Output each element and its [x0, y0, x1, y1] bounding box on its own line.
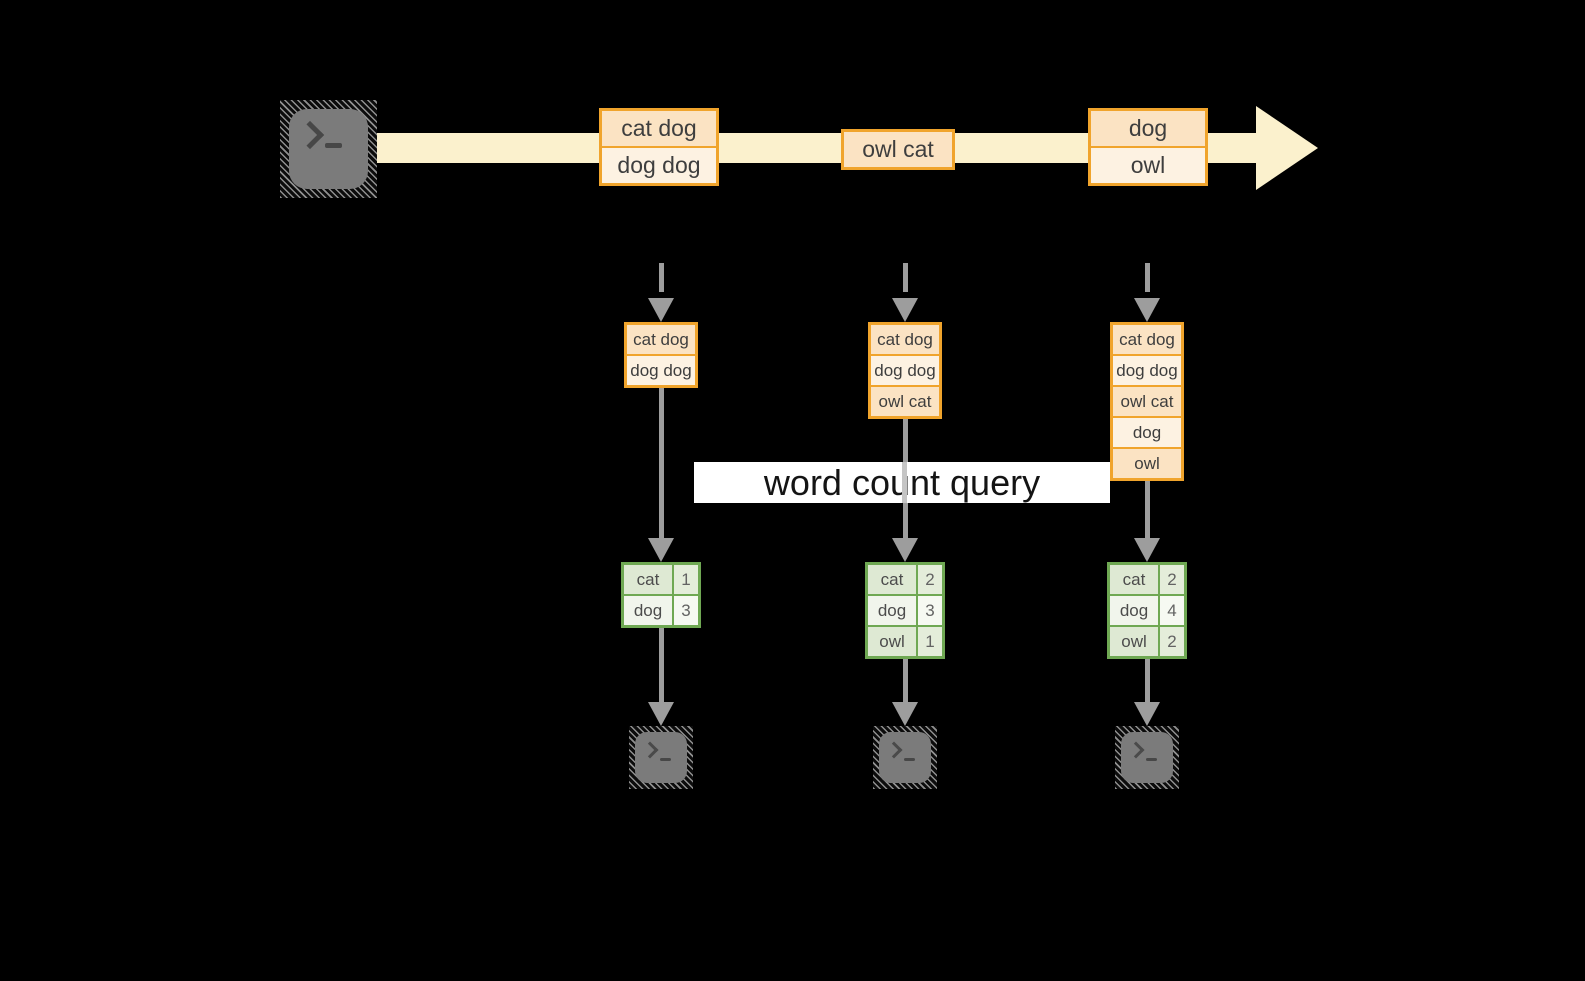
output-arrow-line	[903, 659, 908, 702]
terminal-screen	[879, 732, 931, 783]
terminal-screen	[635, 732, 687, 783]
trigger-dashed-arrow-line	[659, 263, 664, 292]
input-stream-arrowhead-icon	[1256, 106, 1318, 190]
count-value-cell: 3	[918, 596, 942, 625]
count-value-cell: 1	[918, 627, 942, 656]
count-value-cell: 2	[1160, 565, 1184, 594]
terminal-prompt-icon	[641, 741, 659, 759]
output-arrow-arrowhead-icon	[892, 702, 918, 726]
input-state-row: cat dog	[1113, 325, 1181, 356]
terminal-prompt-icon	[1127, 741, 1145, 759]
count-word-cell: owl	[1110, 627, 1160, 656]
output-arrow-arrowhead-icon	[1134, 702, 1160, 726]
count-word-cell: cat	[624, 565, 674, 594]
trigger-dashed-arrow-line	[1145, 263, 1150, 292]
query-arrow-arrowhead-icon	[648, 538, 674, 562]
terminal-screen	[1121, 732, 1173, 783]
terminal-cursor-icon	[904, 758, 915, 761]
count-word-cell: cat	[868, 565, 918, 594]
trigger-dashed-arrow-line	[903, 263, 908, 292]
output-terminal-icon	[873, 726, 937, 789]
query-arrow-arrowhead-icon	[892, 538, 918, 562]
count-word-cell: dog	[868, 596, 918, 625]
input-state-row: owl cat	[1113, 387, 1181, 418]
query-arrow-arrowhead-icon	[1134, 538, 1160, 562]
input-state-row: owl	[1113, 449, 1181, 478]
count-word-cell: dog	[624, 596, 674, 625]
input-state-row: dog dog	[1113, 356, 1181, 387]
terminal-screen	[289, 109, 368, 189]
stream-batch-box: owl cat	[841, 129, 955, 170]
output-arrow-arrowhead-icon	[648, 702, 674, 726]
stream-batch-row: dog	[1091, 111, 1205, 148]
stream-batch-row: dog dog	[602, 148, 716, 183]
count-word-cell: cat	[1110, 565, 1160, 594]
count-value-cell: 2	[1160, 627, 1184, 656]
trigger-dashed-arrowhead-icon	[892, 298, 918, 322]
terminal-cursor-icon	[1146, 758, 1157, 761]
input-state-row: dog	[1113, 418, 1181, 449]
stream-batch-row: cat dog	[602, 111, 716, 148]
stream-batch-row: owl	[1091, 148, 1205, 183]
input-state-row: cat dog	[871, 325, 939, 356]
trigger-dashed-arrowhead-icon	[1134, 298, 1160, 322]
output-terminal-icon	[629, 726, 693, 789]
query-band-line-overlay	[902, 462, 907, 503]
terminal-cursor-icon	[325, 143, 342, 148]
output-terminal-icon	[1115, 726, 1179, 789]
input-state-row: dog dog	[871, 356, 939, 387]
count-word-cell: owl	[868, 627, 918, 656]
source-terminal-icon	[280, 100, 377, 198]
trigger-dashed-arrowhead-icon	[648, 298, 674, 322]
count-value-cell: 4	[1160, 596, 1184, 625]
query-arrow-line	[659, 388, 664, 538]
count-value-cell: 3	[674, 596, 698, 625]
stream-batch-row: owl cat	[844, 132, 952, 167]
input-state-row: dog dog	[627, 356, 695, 385]
count-value-cell: 2	[918, 565, 942, 594]
output-arrow-line	[1145, 659, 1150, 702]
query-arrow-line	[1145, 481, 1150, 538]
input-state-row: cat dog	[627, 325, 695, 356]
terminal-prompt-icon	[885, 741, 903, 759]
input-state-row: owl cat	[871, 387, 939, 416]
terminal-cursor-icon	[660, 758, 671, 761]
output-arrow-line	[659, 628, 664, 702]
terminal-prompt-icon	[295, 120, 325, 150]
count-word-cell: dog	[1110, 596, 1160, 625]
count-value-cell: 1	[674, 565, 698, 594]
